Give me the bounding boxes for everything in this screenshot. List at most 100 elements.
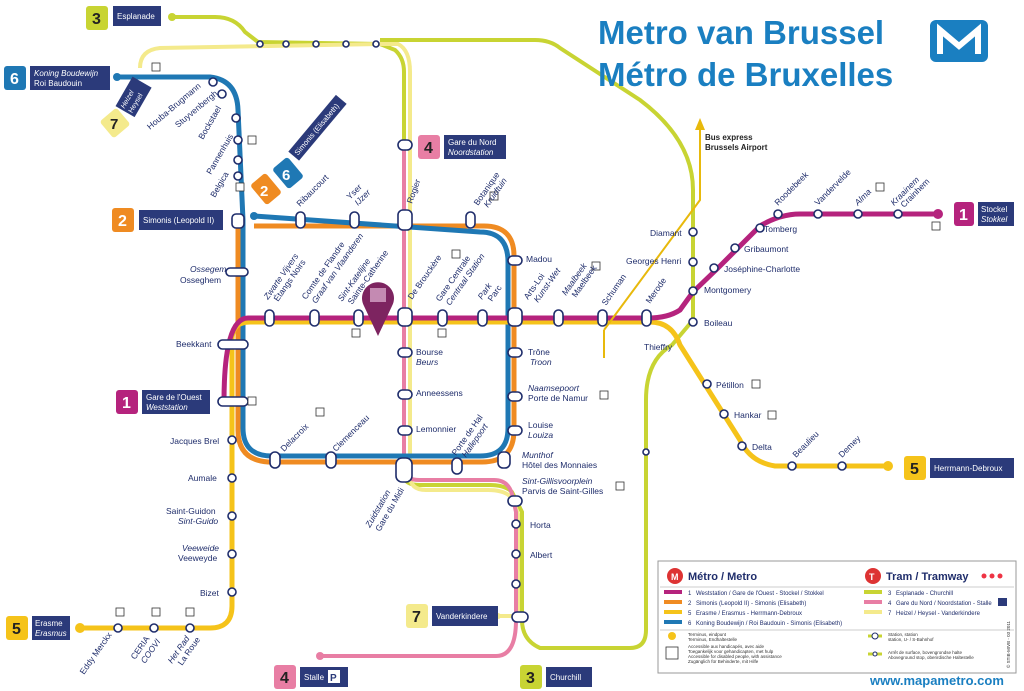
terminus-dot[interactable] [883, 461, 893, 471]
terminus-dot[interactable] [113, 73, 121, 81]
station-capsule[interactable] [641, 309, 652, 327]
station-capsule[interactable] [397, 389, 413, 400]
station-capsule[interactable] [325, 451, 337, 469]
station-capsule[interactable] [395, 457, 413, 483]
terminal-badge-stockel[interactable]: 1 Stockel Stokkel [954, 202, 1014, 226]
terminus-dot[interactable] [75, 623, 85, 633]
station-capsule[interactable] [553, 309, 564, 327]
station-capsule[interactable] [437, 309, 448, 327]
station-dot[interactable] [688, 227, 698, 237]
station-dot[interactable] [217, 89, 227, 99]
terminal-badge-erasme[interactable]: 5 Erasme Erasmus [6, 616, 70, 640]
terminus-dot[interactable] [933, 209, 943, 219]
terminal-badge-roi-baudouin[interactable]: 6 Koning Boudewijn Roi Baudouin [4, 66, 110, 90]
station-dot[interactable] [227, 435, 237, 445]
terminus-dot[interactable] [250, 212, 258, 220]
terminal-badge-simonis-elisabeth[interactable]: 2 6 Simonis (Elisabeth) [250, 94, 347, 206]
terminal-badge-gare-du-nord[interactable]: 4 Gare du Nord Noordstation [418, 135, 506, 159]
terminal-badge-vanderkindere[interactable]: 7 Vanderkindere [406, 604, 498, 628]
station-dot[interactable] [642, 448, 650, 456]
svg-text:4: 4 [888, 601, 892, 607]
station-capsule[interactable] [451, 457, 463, 475]
station-capsule[interactable] [507, 495, 523, 507]
station-dot[interactable] [233, 135, 243, 145]
station-capsule[interactable] [497, 451, 511, 469]
station-capsule[interactable] [507, 255, 523, 266]
station-dot[interactable] [511, 519, 521, 529]
station-capsule[interactable] [397, 139, 413, 151]
station-capsule[interactable] [507, 391, 523, 402]
station-dot[interactable] [730, 243, 740, 253]
svg-text:Gare de l'Ouest: Gare de l'Ouest [146, 393, 203, 402]
station-dot[interactable] [893, 209, 903, 219]
station-capsule[interactable] [397, 347, 413, 358]
station-label: Joséphine-Charlotte [724, 264, 800, 274]
svg-text:Vanderkindere: Vanderkindere [436, 612, 488, 621]
svg-text:station, U- / S-Bahnhof: station, U- / S-Bahnhof [888, 637, 934, 642]
terminal-badge-churchill[interactable]: 3 Churchill [520, 665, 592, 689]
station-dot[interactable] [233, 171, 243, 181]
station-dot[interactable] [719, 409, 729, 419]
station-capsule[interactable] [507, 425, 523, 436]
station-capsule[interactable] [349, 211, 360, 229]
station-dot[interactable] [755, 223, 765, 233]
station-capsule[interactable] [309, 309, 320, 327]
svg-text:5: 5 [688, 611, 692, 617]
station-dot[interactable] [113, 623, 123, 633]
terminal-badge-stalle[interactable]: 4 Stalle P [274, 665, 348, 689]
station-capsule[interactable] [231, 213, 245, 229]
station-dot[interactable] [227, 549, 237, 559]
station-capsule[interactable] [397, 307, 413, 327]
terminal-badge-herrmann-debroux[interactable]: 5 Herrmann-Debroux [904, 456, 1014, 480]
svg-text:M: M [671, 572, 679, 582]
station-dot[interactable] [511, 579, 521, 589]
station-capsule[interactable] [597, 309, 608, 327]
station-dot[interactable] [227, 473, 237, 483]
station-capsule[interactable] [217, 396, 249, 407]
station-capsule[interactable] [217, 339, 249, 350]
terminus-dot[interactable] [316, 652, 324, 660]
map-title-french: Métro de Bruxelles [598, 56, 894, 93]
station-dot[interactable] [702, 379, 712, 389]
terminus-dot[interactable] [168, 13, 176, 21]
station-capsule[interactable] [269, 451, 281, 469]
station-dot[interactable] [688, 257, 698, 267]
station-dot[interactable] [227, 587, 237, 597]
website-link[interactable]: www.mapametro.com [870, 673, 1004, 688]
station-dot[interactable] [185, 623, 195, 633]
station-dot[interactable] [709, 263, 719, 273]
station-dot[interactable] [312, 40, 320, 48]
station-dot[interactable] [837, 461, 847, 471]
station-dot[interactable] [737, 441, 747, 451]
station-capsule[interactable] [507, 307, 523, 327]
station-dot[interactable] [282, 40, 290, 48]
station-dot[interactable] [342, 40, 350, 48]
station-dot[interactable] [813, 209, 823, 219]
station-dot[interactable] [231, 113, 241, 123]
terminal-badge-esplanade[interactable]: 3 Esplanade [86, 6, 161, 30]
station-capsule[interactable] [511, 611, 529, 623]
terminal-badge-simonis-leopold[interactable]: 2 Simonis (Leopold II) [112, 208, 223, 232]
station-capsule[interactable] [295, 211, 306, 229]
station-dot[interactable] [688, 317, 698, 327]
station-capsule[interactable] [507, 347, 523, 358]
station-capsule[interactable] [465, 211, 476, 229]
station-capsule[interactable] [397, 209, 413, 231]
station-dot[interactable] [787, 461, 797, 471]
station-dot[interactable] [208, 77, 218, 87]
station-capsule[interactable] [477, 309, 488, 327]
terminal-badge-gare-ouest[interactable]: 1 Gare de l'Ouest Weststation [116, 390, 210, 414]
station-capsule[interactable] [397, 425, 413, 436]
station-dot[interactable] [853, 209, 863, 219]
station-capsule[interactable] [264, 309, 275, 327]
station-dot[interactable] [511, 549, 521, 559]
station-capsule[interactable] [353, 309, 364, 327]
station-dot[interactable] [149, 623, 159, 633]
station-dot[interactable] [227, 511, 237, 521]
station-dot[interactable] [233, 155, 243, 165]
station-dot[interactable] [773, 209, 783, 219]
station-dot[interactable] [256, 40, 264, 48]
station-dot[interactable] [688, 286, 698, 296]
station-capsule[interactable] [225, 267, 249, 277]
station-dot[interactable] [372, 40, 380, 48]
